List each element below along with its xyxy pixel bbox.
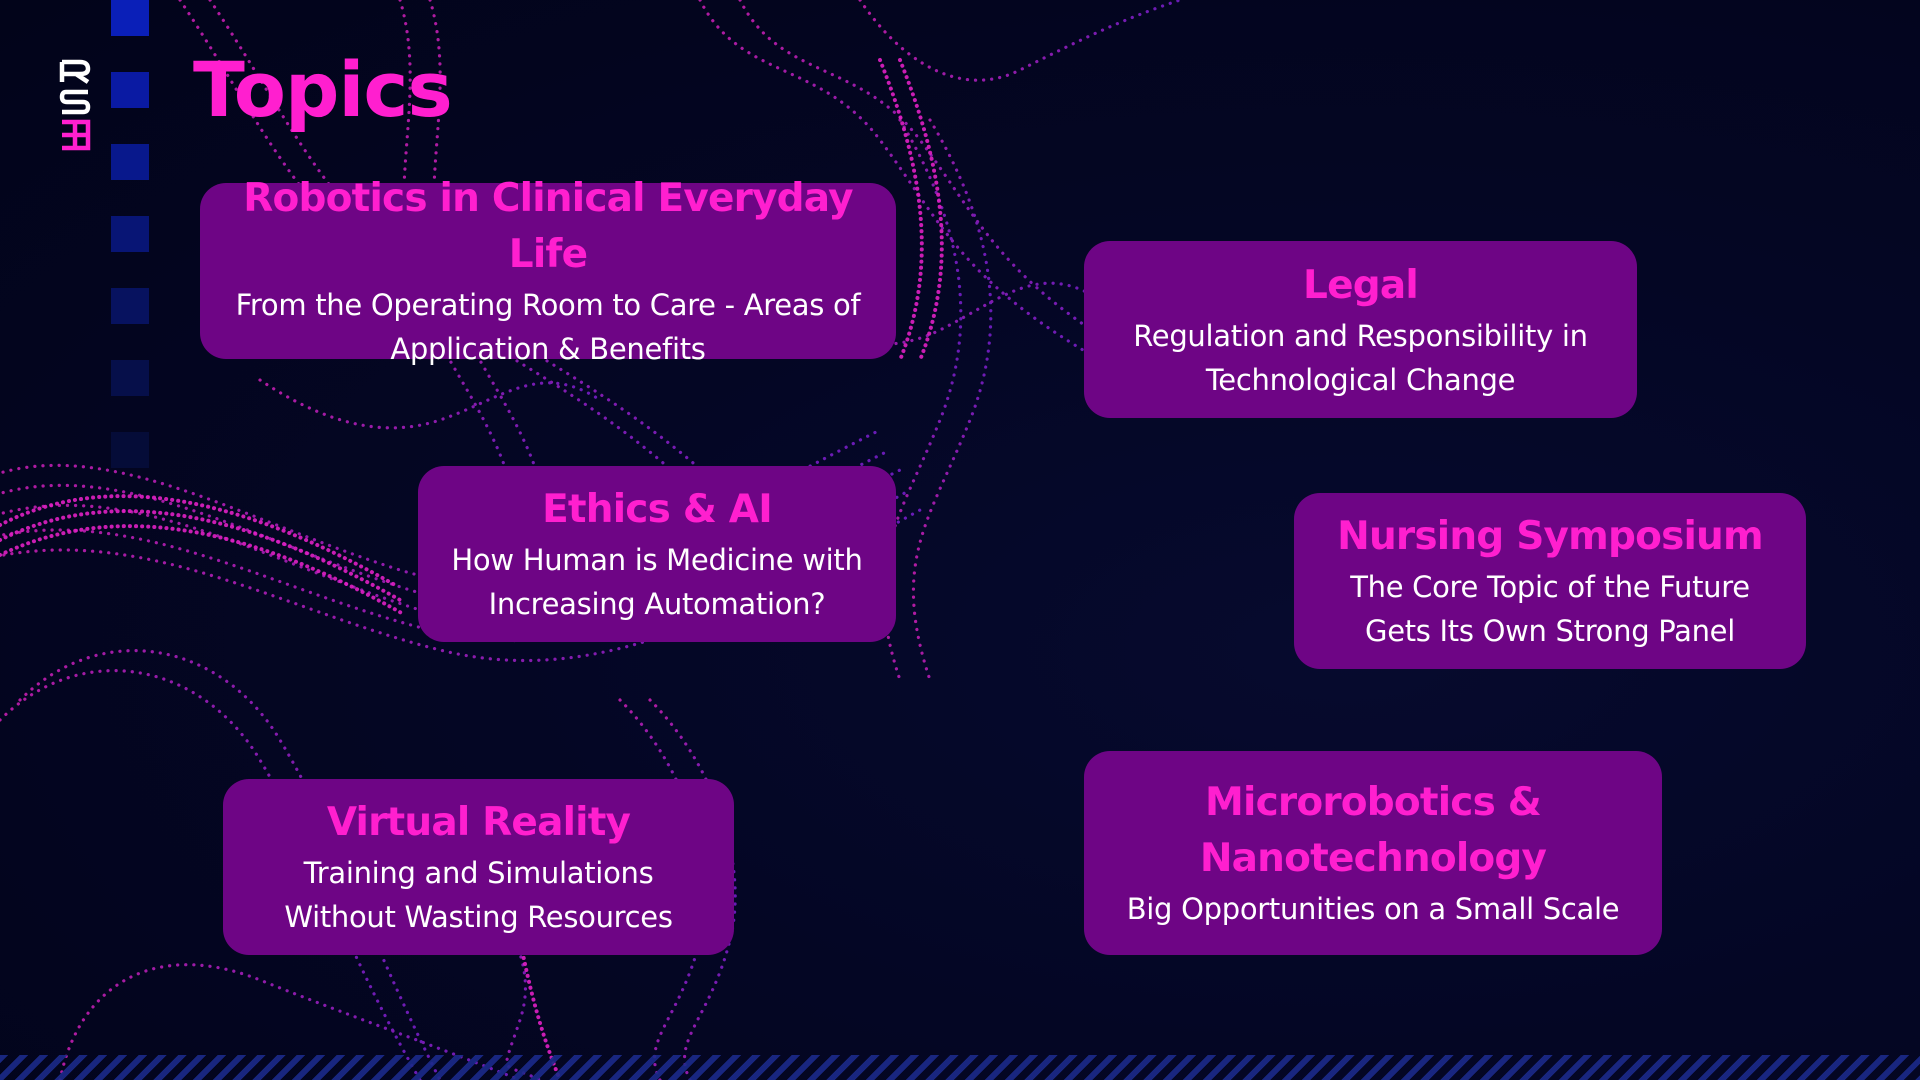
- rsm-logo-icon: [59, 59, 91, 151]
- deco-square: [111, 0, 149, 36]
- deco-square: [111, 432, 149, 468]
- deco-square: [111, 144, 149, 180]
- topic-card-robotics: Robotics in Clinical Everyday Life From …: [200, 176, 896, 366]
- deco-square: [111, 360, 149, 396]
- topic-card-legal: Legal Regulation and Responsibility in T…: [1084, 241, 1637, 418]
- deco-square: [111, 288, 149, 324]
- topic-card-virtual-reality: Virtual Reality Training and Simulations…: [223, 779, 734, 955]
- deco-square: [111, 72, 149, 108]
- topic-card-text: From the Operating Room to Care - Areas …: [235, 288, 861, 366]
- page-title: Topics: [193, 45, 453, 134]
- topic-card-text: Training and Simulations Without Wasting…: [284, 856, 673, 934]
- topic-card-text: Regulation and Responsibility in Technol…: [1133, 318, 1588, 397]
- topic-card-text: How Human is Medicine with Increasing Au…: [451, 543, 863, 621]
- topic-card-title: Virtual Reality: [326, 800, 631, 845]
- topic-card-nursing: Nursing Symposium The Core Topic of the …: [1294, 493, 1806, 669]
- topic-card-title: Nursing Symposium: [1337, 514, 1764, 559]
- topic-card-title: Robotics in Clinical Everyday Life: [243, 176, 853, 277]
- topic-card-title: Legal: [1303, 262, 1419, 308]
- topic-card-title: Ethics & AI: [542, 487, 773, 532]
- topic-card-microrobotics: Microrobotics & Nanotechnology Big Oppor…: [1084, 751, 1662, 955]
- topic-card-ethics-ai: Ethics & AI How Human is Medicine with I…: [418, 466, 896, 642]
- topic-card-text: The Core Topic of the Future Gets Its Ow…: [1350, 570, 1750, 648]
- decorative-squares: [111, 0, 149, 480]
- deco-square: [111, 216, 149, 252]
- topic-card-title: Microrobotics & Nanotechnology: [1199, 780, 1547, 881]
- bottom-stripe-border: [0, 1055, 1920, 1080]
- topic-card-text: Big Opportunities on a Small Scale: [1126, 892, 1620, 926]
